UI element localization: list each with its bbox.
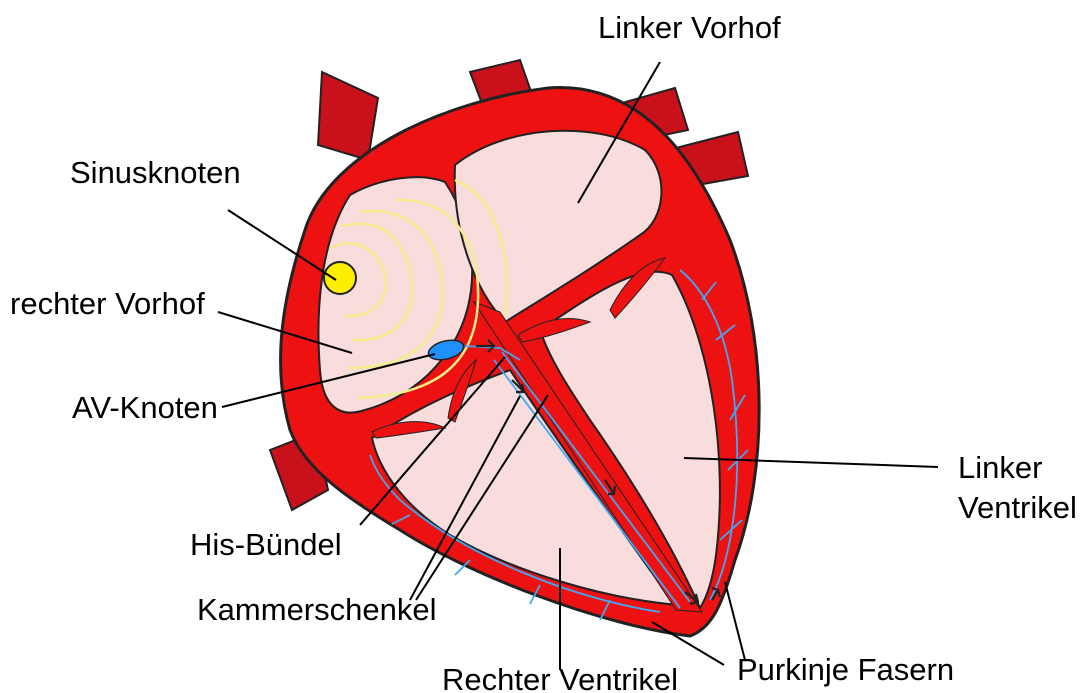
label-right-atrium: rechter Vorhof	[10, 286, 205, 321]
sinus-node	[324, 262, 356, 294]
label-left-ventricle-line1: Linker	[958, 450, 1042, 485]
label-av-node: AV-Knoten	[72, 390, 218, 425]
label-his-bundle: His-Bündel	[190, 527, 342, 562]
label-bundle-branches: Kammerschenkel	[197, 592, 436, 627]
label-purkinje-fibers: Purkinje Fasern	[737, 652, 954, 687]
leader-purkinje-2	[725, 582, 745, 660]
label-left-ventricle-line2: Ventrikel	[958, 490, 1077, 525]
label-left-atrium: Linker Vorhof	[598, 10, 781, 45]
label-right-ventricle: Rechter Ventrikel	[442, 662, 678, 693]
label-sinus-node: Sinusknoten	[70, 155, 241, 190]
vessel-top-left	[318, 72, 378, 160]
